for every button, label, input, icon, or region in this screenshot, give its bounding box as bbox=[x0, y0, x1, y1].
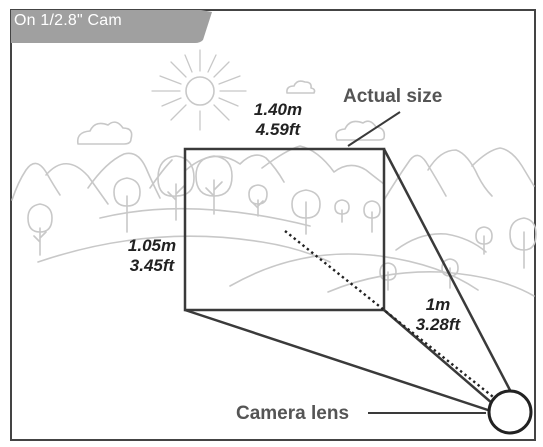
mountain-icon bbox=[87, 152, 161, 199]
header-tab-label: On 1/2.8" Cam bbox=[14, 12, 122, 29]
width-label: 1.40m 4.59ft bbox=[248, 100, 308, 140]
hill-icon bbox=[327, 271, 535, 297]
sun-icon bbox=[151, 49, 247, 131]
distance-label: 1m 3.28ft bbox=[406, 295, 470, 335]
tree-icon bbox=[334, 199, 350, 223]
distance-feet: 3.28ft bbox=[415, 315, 461, 334]
tree-icon bbox=[475, 226, 493, 255]
tree-icon bbox=[363, 200, 381, 233]
cloud-icon bbox=[335, 120, 386, 141]
mountain-icon bbox=[149, 159, 173, 189]
mountain-icon bbox=[471, 147, 535, 187]
tree-icon bbox=[509, 217, 537, 269]
mountain-icon bbox=[261, 145, 385, 185]
mountain-icon bbox=[185, 154, 285, 183]
mountain-icon bbox=[427, 149, 493, 197]
camera-lens-label: Camera lens bbox=[236, 403, 350, 424]
tree-icon bbox=[113, 177, 141, 233]
camera-lens-icon bbox=[487, 389, 533, 435]
tree-icon bbox=[157, 155, 195, 221]
mountain-icon bbox=[45, 162, 109, 205]
cloud-icon bbox=[76, 121, 133, 145]
hill-icon bbox=[395, 233, 487, 253]
outer-frame bbox=[10, 9, 536, 441]
hill-icon bbox=[37, 235, 331, 263]
actual-size-leader bbox=[347, 111, 401, 147]
frustum-line-top bbox=[382, 148, 514, 395]
tree-icon bbox=[195, 155, 233, 215]
tree-icon bbox=[248, 184, 268, 217]
tree-icon bbox=[291, 189, 321, 235]
height-feet: 3.45ft bbox=[129, 256, 175, 275]
width-meters: 1.40m bbox=[253, 100, 303, 119]
background-scenery bbox=[11, 49, 537, 297]
mountain-icon bbox=[383, 154, 447, 201]
distance-meters: 1m bbox=[425, 295, 451, 314]
actual-size-label: Actual size bbox=[343, 86, 443, 107]
mountain-icon bbox=[11, 162, 61, 201]
header-tab bbox=[11, 10, 212, 43]
cloud-icon bbox=[286, 80, 316, 94]
frustum-line-bottom bbox=[184, 308, 501, 416]
hill-icon bbox=[99, 207, 311, 227]
distance-line bbox=[284, 230, 513, 413]
height-label: 1.05m 3.45ft bbox=[122, 236, 182, 276]
height-meters: 1.05m bbox=[127, 236, 177, 255]
tree-icon bbox=[27, 203, 53, 256]
field-of-view-rectangle bbox=[183, 147, 386, 312]
tree-icon bbox=[379, 262, 397, 291]
width-feet: 4.59ft bbox=[255, 120, 301, 139]
